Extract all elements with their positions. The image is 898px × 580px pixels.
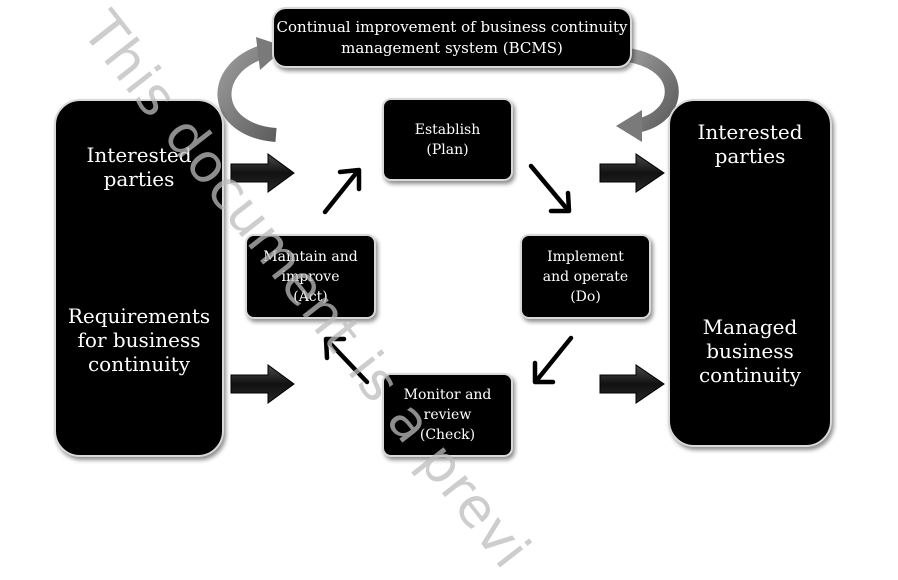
- curved-arrow-right-head: [616, 110, 642, 142]
- block-arrow-left-bottom: [230, 364, 295, 404]
- plan-box: Establish (Plan): [382, 98, 513, 181]
- managed-business-continuity: Managed business continuity: [698, 315, 802, 387]
- left-interested-parties: Interested parties: [86, 143, 192, 191]
- do-label: Implement and operate (Do): [542, 248, 629, 305]
- act-box: Maintain and improve (Act): [245, 234, 376, 319]
- act-label: Maintain and improve (Act): [263, 248, 358, 305]
- cycle-arrow-plan-to-do: [528, 163, 572, 214]
- requirements-for-business-continuity: Requirements for business continuity: [67, 304, 211, 376]
- cycle-arrow-check-to-act: [323, 336, 370, 385]
- check-box: Monitor and review (Check): [382, 373, 513, 457]
- block-arrow-left-top: [230, 153, 295, 193]
- curved-arrow-left: [217, 45, 277, 142]
- cycle-arrow-act-to-plan: [322, 167, 362, 215]
- plan-label: Establish (Plan): [414, 121, 481, 158]
- check-label: Monitor and review (Check): [403, 387, 492, 443]
- left-panel: Interested parties Requirements for busi…: [54, 99, 224, 457]
- right-interested-parties: Interested parties: [697, 120, 803, 168]
- right-panel: Interested parties Managed business cont…: [668, 99, 832, 447]
- curved-arrow-right: [626, 48, 679, 133]
- block-arrow-right-bottom: [599, 364, 665, 404]
- bcms-title: Continual improvement of business contin…: [276, 17, 628, 57]
- block-arrow-right-top: [599, 153, 665, 193]
- bcms-title-box: Continual improvement of business contin…: [272, 7, 632, 68]
- do-box: Implement and operate (Do): [520, 234, 651, 319]
- cycle-arrow-do-to-check: [532, 335, 574, 385]
- arrows-layer: [217, 37, 679, 404]
